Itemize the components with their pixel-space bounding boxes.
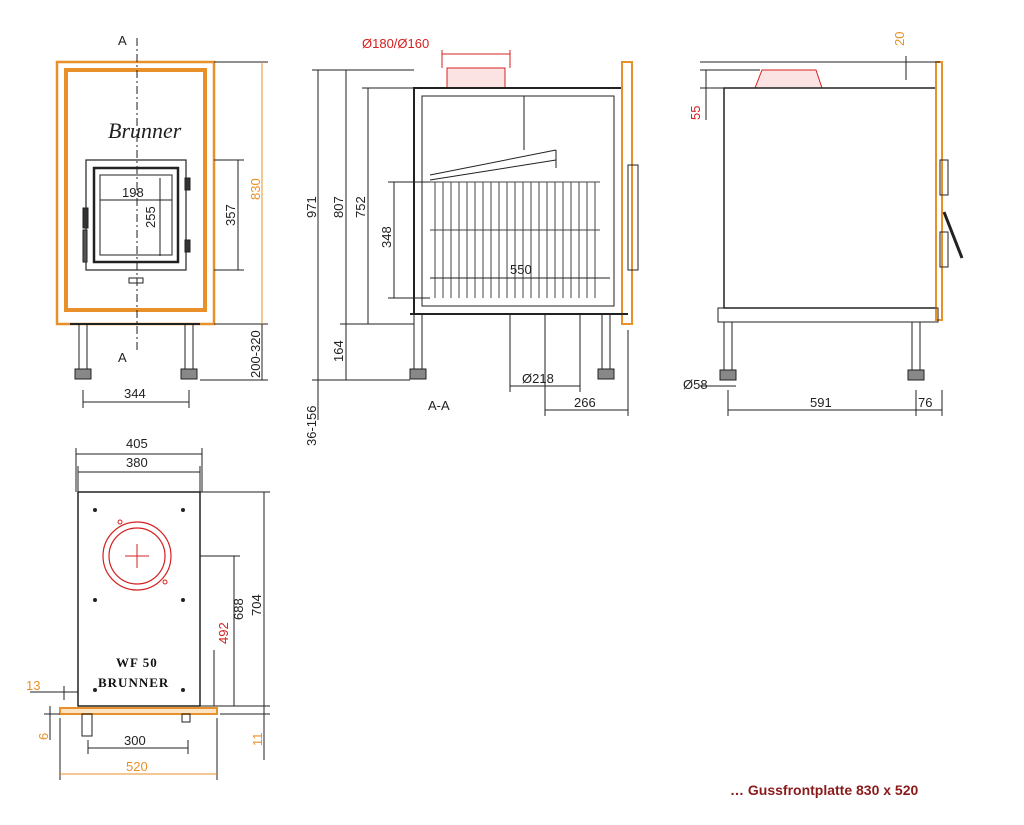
- dim-752: 752: [353, 196, 368, 218]
- dim-leg-spacing: 344: [124, 386, 146, 401]
- dim-foot-range: 36-156: [304, 406, 319, 446]
- dim-plate-width-520: 520: [126, 759, 148, 774]
- dim-depth-704: 704: [249, 594, 264, 616]
- brand-signature: Brunner: [108, 118, 182, 143]
- dim-164: 164: [331, 340, 346, 362]
- fire-grate: [430, 181, 600, 298]
- dim-depth-688: 688: [231, 598, 246, 620]
- section-marker-top: A: [118, 33, 127, 48]
- dim-top-55: 55: [688, 106, 703, 120]
- model-label: WF 50: [116, 655, 158, 670]
- dim-971: 971: [304, 196, 319, 218]
- dim-550: 550: [510, 262, 532, 277]
- dim-front-76: 76: [918, 395, 932, 410]
- dim-top-20: 20: [892, 32, 907, 46]
- section-view: [312, 50, 639, 420]
- dim-width-300: 300: [124, 733, 146, 748]
- dim-leg-height: 200-320: [248, 330, 263, 378]
- dim-218: Ø218: [522, 371, 554, 386]
- dim-flue-offset-492: 492: [216, 622, 231, 644]
- dim-348: 348: [379, 226, 394, 248]
- dim-plate-11: 11: [250, 733, 265, 747]
- dim-266: 266: [574, 395, 596, 410]
- dim-left-13: 13: [26, 678, 40, 693]
- footnote-cast-front-plate: … Gussfrontplatte 830 x 520: [730, 782, 919, 798]
- dim-width-405: 405: [126, 436, 148, 451]
- dim-left-6: 6: [36, 733, 51, 740]
- top-view: [30, 448, 270, 780]
- dim-width-380: 380: [126, 455, 148, 470]
- dim-glass-width: 198: [122, 185, 144, 200]
- side-view: [700, 56, 964, 416]
- dim-807: 807: [331, 196, 346, 218]
- front-view: [55, 38, 268, 408]
- dim-foot-diameter: Ø58: [683, 377, 708, 392]
- dim-door-height: 357: [223, 204, 238, 226]
- section-marker-bottom: A: [118, 350, 127, 365]
- section-caption: A-A: [428, 398, 450, 413]
- dim-flue-diameter: Ø180/Ø160: [362, 36, 429, 51]
- dim-glass-height: 255: [143, 206, 158, 228]
- brand-label: BRUNNER: [98, 675, 169, 690]
- dim-depth-591: 591: [810, 395, 832, 410]
- dim-total-height: 830: [248, 178, 263, 200]
